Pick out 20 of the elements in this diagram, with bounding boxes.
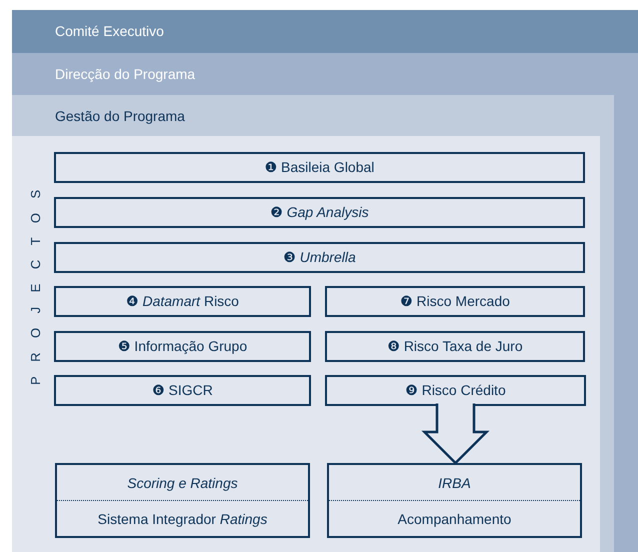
project-box: ❽ Risco Taxa de Juro xyxy=(325,331,585,362)
box-heading: IRBA xyxy=(437,474,472,492)
band-heading: Comité Executivo xyxy=(55,23,164,39)
box-text: Sistema Integrador Ratings xyxy=(96,510,268,529)
project-box: ❺ Informação Grupo xyxy=(54,331,311,362)
block-arrow xyxy=(421,402,490,465)
project-box: ❻ SIGCR xyxy=(54,375,311,406)
project-box xyxy=(55,463,310,538)
band-heading: Direcção do Programa xyxy=(55,66,196,82)
project-box: ❹ Datamart Risco xyxy=(54,286,311,317)
box-heading: Scoring e Ratings xyxy=(126,474,239,493)
band-heading: Gestão do Programa xyxy=(55,108,185,124)
vertical-label: PROJECTOS xyxy=(28,174,43,387)
project-box: ❾ Risco Crédito xyxy=(325,375,586,406)
project-box: ❼ Risco Mercado xyxy=(325,286,585,317)
project-box: ❷ Gap Analysis xyxy=(54,197,585,228)
box-text: Acompanhamento xyxy=(396,510,512,529)
project-box: ❸ Umbrella xyxy=(54,242,585,273)
project-box: ❶ Basileia Global xyxy=(54,152,585,183)
project-box xyxy=(327,463,582,538)
